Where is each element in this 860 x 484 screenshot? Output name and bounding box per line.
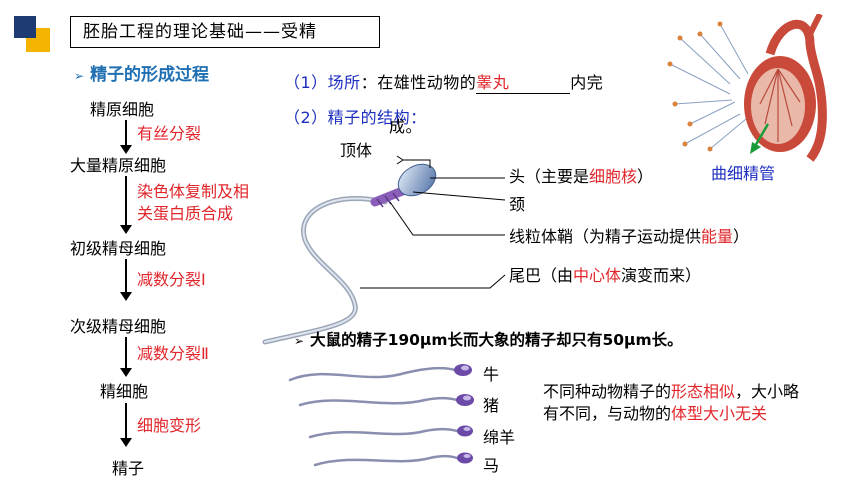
- section-heading: ➢ 精子的形成过程: [74, 60, 209, 85]
- stage-5: 精细胞: [100, 382, 149, 401]
- step-4: 减数分裂Ⅱ: [137, 344, 209, 363]
- structure-heading: （2）精子的结构：: [284, 108, 427, 127]
- stage-1: 精原细胞: [90, 100, 155, 119]
- species-sperm-images: [288, 364, 474, 467]
- animal-label-horse: 马: [483, 456, 500, 475]
- place-line: （1）场所：在雄性动物的睾丸内完: [284, 69, 603, 94]
- animal-label-sheep: 绵羊: [483, 428, 516, 447]
- bullet-arrow-icon: ➢: [74, 69, 85, 83]
- down-arrow-icon: [120, 120, 132, 154]
- tail-label: 尾巴（由中心体演变而来）: [509, 266, 702, 285]
- head-label: 头（主要是细胞核）: [509, 167, 654, 186]
- sperm-structure-diagram: [262, 155, 506, 345]
- down-arrow-icon: [120, 259, 132, 301]
- testis-illustration: [667, 14, 827, 162]
- animal-label-pig: 猪: [483, 396, 500, 415]
- stage-4: 次级精母细胞: [70, 317, 167, 336]
- size-comparison-text: ➢大鼠的精子190μm长而大象的精子却只有50μm长。: [294, 331, 683, 349]
- stage-6: 精子: [112, 459, 145, 478]
- answer-blank: 睾丸: [476, 69, 571, 94]
- stage-2: 大量精原细胞: [70, 156, 167, 175]
- step-5: 细胞变形: [137, 416, 202, 435]
- step-1: 有丝分裂: [137, 124, 202, 143]
- down-arrow-icon: [120, 403, 132, 447]
- logo-square-navy: [14, 16, 36, 38]
- neck-label: 颈: [509, 195, 526, 214]
- pointer-arrow-icon: [750, 123, 770, 154]
- down-arrow-icon: [120, 176, 132, 234]
- section-heading-text: 精子的形成过程: [90, 65, 210, 85]
- down-arrow-icon: [120, 337, 132, 377]
- tubule-label: 曲细精管: [711, 164, 776, 183]
- page-title: 胚胎工程的理论基础——受精: [70, 16, 380, 48]
- stage-3: 初级精母细胞: [70, 239, 167, 258]
- step-2: 染色体复制及相关蛋白质合成: [137, 182, 250, 223]
- bullet-arrow-icon: ➢: [294, 334, 305, 348]
- animal-label-cattle: 牛: [483, 365, 500, 384]
- comparison-note: 不同种动物精子的形态相似，大小略有不同，与动物的体型大小无关: [543, 382, 800, 423]
- place-line-wrap: 成。: [389, 117, 423, 136]
- acrosome-label: 顶体: [340, 141, 373, 160]
- midpiece-label: 线粒体鞘（为精子运动提供能量）: [509, 227, 750, 246]
- step-3: 减数分裂Ⅰ: [137, 270, 206, 289]
